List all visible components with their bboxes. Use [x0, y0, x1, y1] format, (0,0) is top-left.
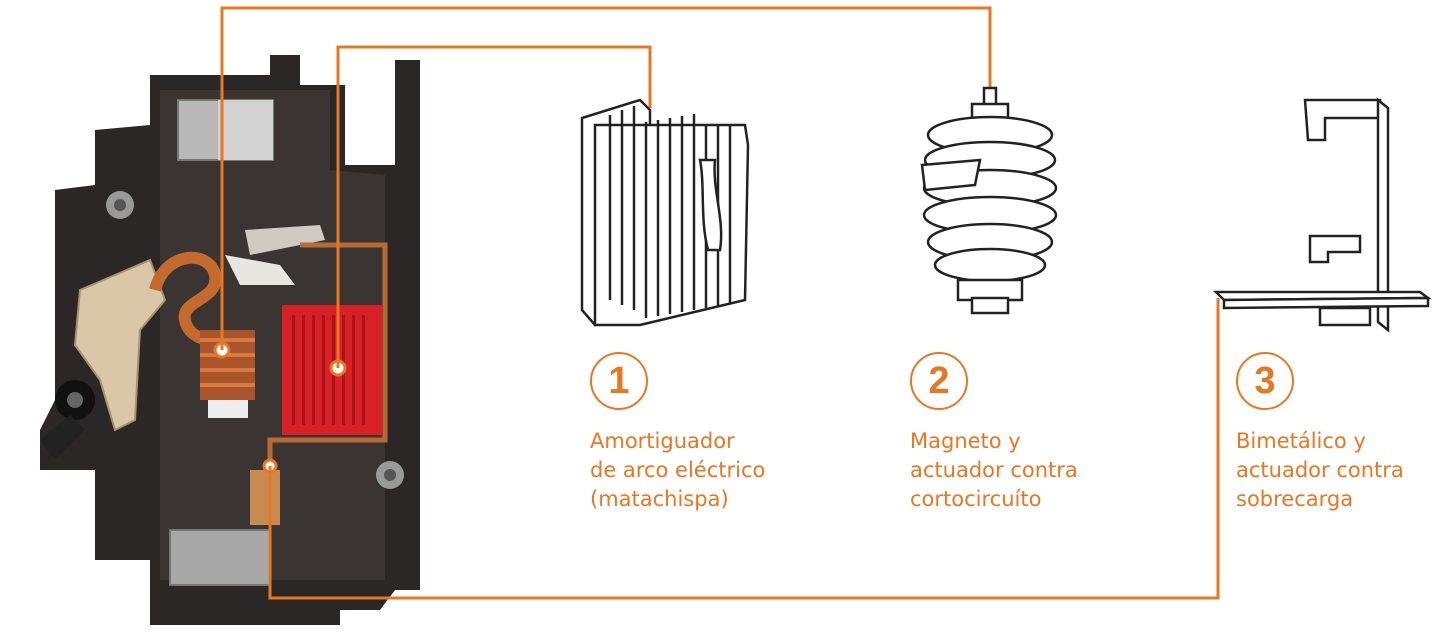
label-1-line-3: (matachispa) [590, 487, 729, 511]
label-1-line-2: de arco eléctrico [590, 458, 766, 482]
component-number-1: 1 [590, 352, 648, 410]
connector-line-3 [268, 298, 1220, 600]
label-2-line-1: Magneto y [910, 429, 1021, 453]
number-1-text: 1 [608, 359, 630, 402]
label-3-line-1: Bimetálico y [1236, 429, 1366, 453]
component-number-3: 3 [1236, 352, 1294, 410]
component-label-1: Amortiguador de arco eléctrico (matachis… [590, 427, 765, 514]
number-3-text: 3 [1254, 359, 1276, 402]
label-1-line-1: Amortiguador [590, 429, 735, 453]
circuit-breaker-photo [40, 55, 420, 625]
bimetal-strip-icon [1212, 97, 1432, 333]
connector-lines [220, 6, 1220, 600]
label-2-line-3: cortocircuíto [910, 487, 1042, 511]
component-label-3: Bimetálico y actuador contra sobrecarga [1236, 427, 1404, 514]
connector-line-1 [336, 45, 652, 368]
component-number-2: 2 [910, 352, 968, 410]
component-label-2: Magneto y actuador contra cortocircuíto [910, 427, 1078, 514]
label-3-line-3: sobrecarga [1236, 487, 1354, 511]
label-2-line-2: actuador contra [910, 458, 1078, 482]
number-2-text: 2 [928, 359, 950, 402]
magnet-coil-icon [920, 86, 1058, 315]
label-3-line-2: actuador contra [1236, 458, 1404, 482]
arc-chute-icon [580, 98, 750, 327]
connector-line-2 [220, 6, 992, 350]
